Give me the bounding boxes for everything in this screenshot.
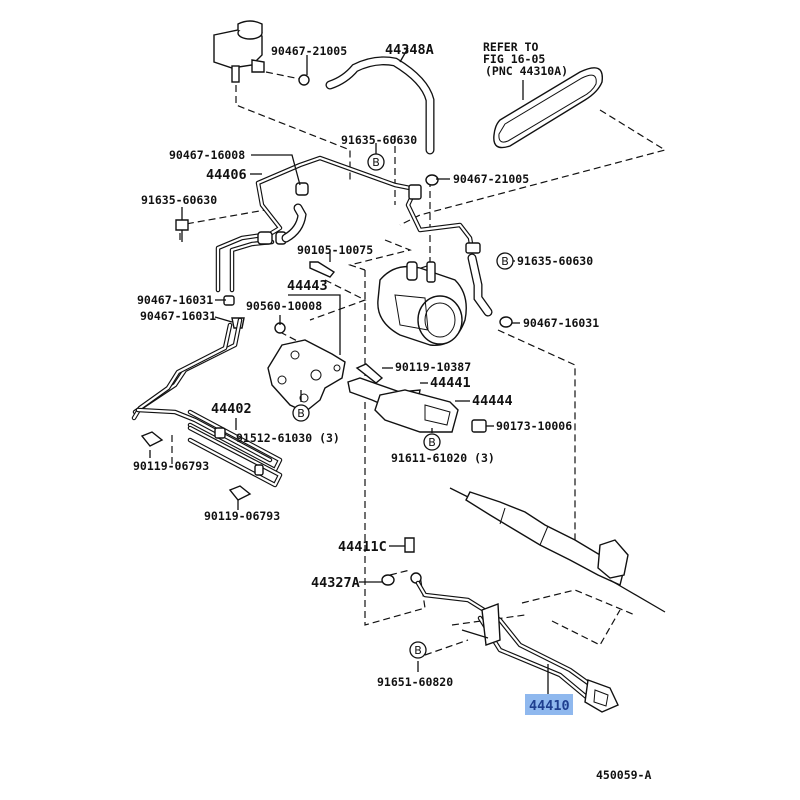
callout-91651-60820[interactable]: 91651-60820 <box>377 675 453 689</box>
callout-refer-line1: REFER TO <box>483 40 538 54</box>
pump-pressure-line-drawing <box>405 174 493 317</box>
marker-b-label: B <box>428 436 436 449</box>
marker-b-right: B <box>496 252 514 270</box>
callout-90467-16031-a[interactable]: 90467-16031 <box>137 293 213 307</box>
callout-90467-16031-right[interactable]: 90467-16031 <box>523 316 599 330</box>
callouts: 90467-21005 44348A REFER TO FIG 16-05 (P… <box>133 40 599 715</box>
marker-b-top: B <box>367 153 385 171</box>
callout-44406[interactable]: 44406 <box>206 167 247 183</box>
callout-44443[interactable]: 44443 <box>287 278 328 294</box>
callout-90173-10006[interactable]: 90173-10006 <box>496 419 572 433</box>
callout-44402[interactable]: 44402 <box>211 401 252 417</box>
callout-90119-06793-a[interactable]: 90119-06793 <box>133 459 209 473</box>
callout-90467-16008[interactable]: 90467-16008 <box>169 148 245 162</box>
oil-cooler-drawing <box>131 317 283 488</box>
callout-refer-line2[interactable]: FIG 16-05 <box>483 52 545 66</box>
callout-91635-60630-left[interactable]: 91635-60630 <box>141 193 217 207</box>
marker-b-label: B <box>372 156 380 169</box>
callout-90467-21005-reservoir[interactable]: 90467-21005 <box>271 44 347 58</box>
leader-lines <box>149 143 520 672</box>
callout-44348a[interactable]: 44348A <box>385 42 434 58</box>
bolt-drawings <box>140 219 415 553</box>
reference-lines <box>171 71 667 656</box>
callout-90467-21005-pump[interactable]: 90467-21005 <box>453 172 529 186</box>
callout-90119-10387[interactable]: 90119-10387 <box>395 360 471 374</box>
return-tube-drawing <box>215 155 413 293</box>
callout-90560-10008[interactable]: 90560-10008 <box>246 299 322 313</box>
return-hose-drawing <box>325 47 435 155</box>
marker-b-bottom: B <box>409 641 427 659</box>
callout-91635-60630-top[interactable]: 91635-60630 <box>341 133 417 147</box>
callout-44411c[interactable]: 44411C <box>338 539 387 555</box>
steering-rack-drawing <box>449 487 666 613</box>
callout-44327a[interactable]: 44327A <box>311 575 360 591</box>
callout-90105-10075[interactable]: 90105-10075 <box>297 243 373 257</box>
marker-b-label: B <box>297 407 305 420</box>
pump-stay-drawing <box>347 377 459 433</box>
callout-91611-61020[interactable]: 91611-61020 (3) <box>391 451 495 465</box>
figure-id: 450059-A <box>596 768 651 782</box>
pressure-tube-drawing <box>381 572 619 713</box>
callout-44410-highlighted[interactable]: 44410 <box>525 694 573 715</box>
callout-44444[interactable]: 44444 <box>472 393 513 409</box>
callout-refer-line3[interactable]: (PNC 44310A) <box>485 64 568 78</box>
callout-44410[interactable]: 44410 <box>529 698 570 714</box>
drive-belt-drawing <box>493 67 604 149</box>
marker-b-bracket: B <box>292 404 310 422</box>
callout-90467-16031-b[interactable]: 90467-16031 <box>140 309 216 323</box>
callout-44441[interactable]: 44441 <box>430 375 471 391</box>
marker-b-stay: B <box>423 433 441 451</box>
callout-90119-06793-b[interactable]: 90119-06793 <box>204 509 280 523</box>
marker-b-label: B <box>501 255 509 268</box>
vane-pump-drawing <box>377 261 467 346</box>
pump-bracket-drawing <box>267 339 346 413</box>
callout-91512-61030[interactable]: 91512-61030 (3) <box>236 431 340 445</box>
clamp-reservoir-drawing <box>298 55 310 86</box>
marker-b-label: B <box>414 644 422 657</box>
highlight-box <box>525 694 573 715</box>
oil-reservoir-drawing <box>213 20 265 83</box>
callout-91635-60630-right[interactable]: 91635-60630 <box>517 254 593 268</box>
